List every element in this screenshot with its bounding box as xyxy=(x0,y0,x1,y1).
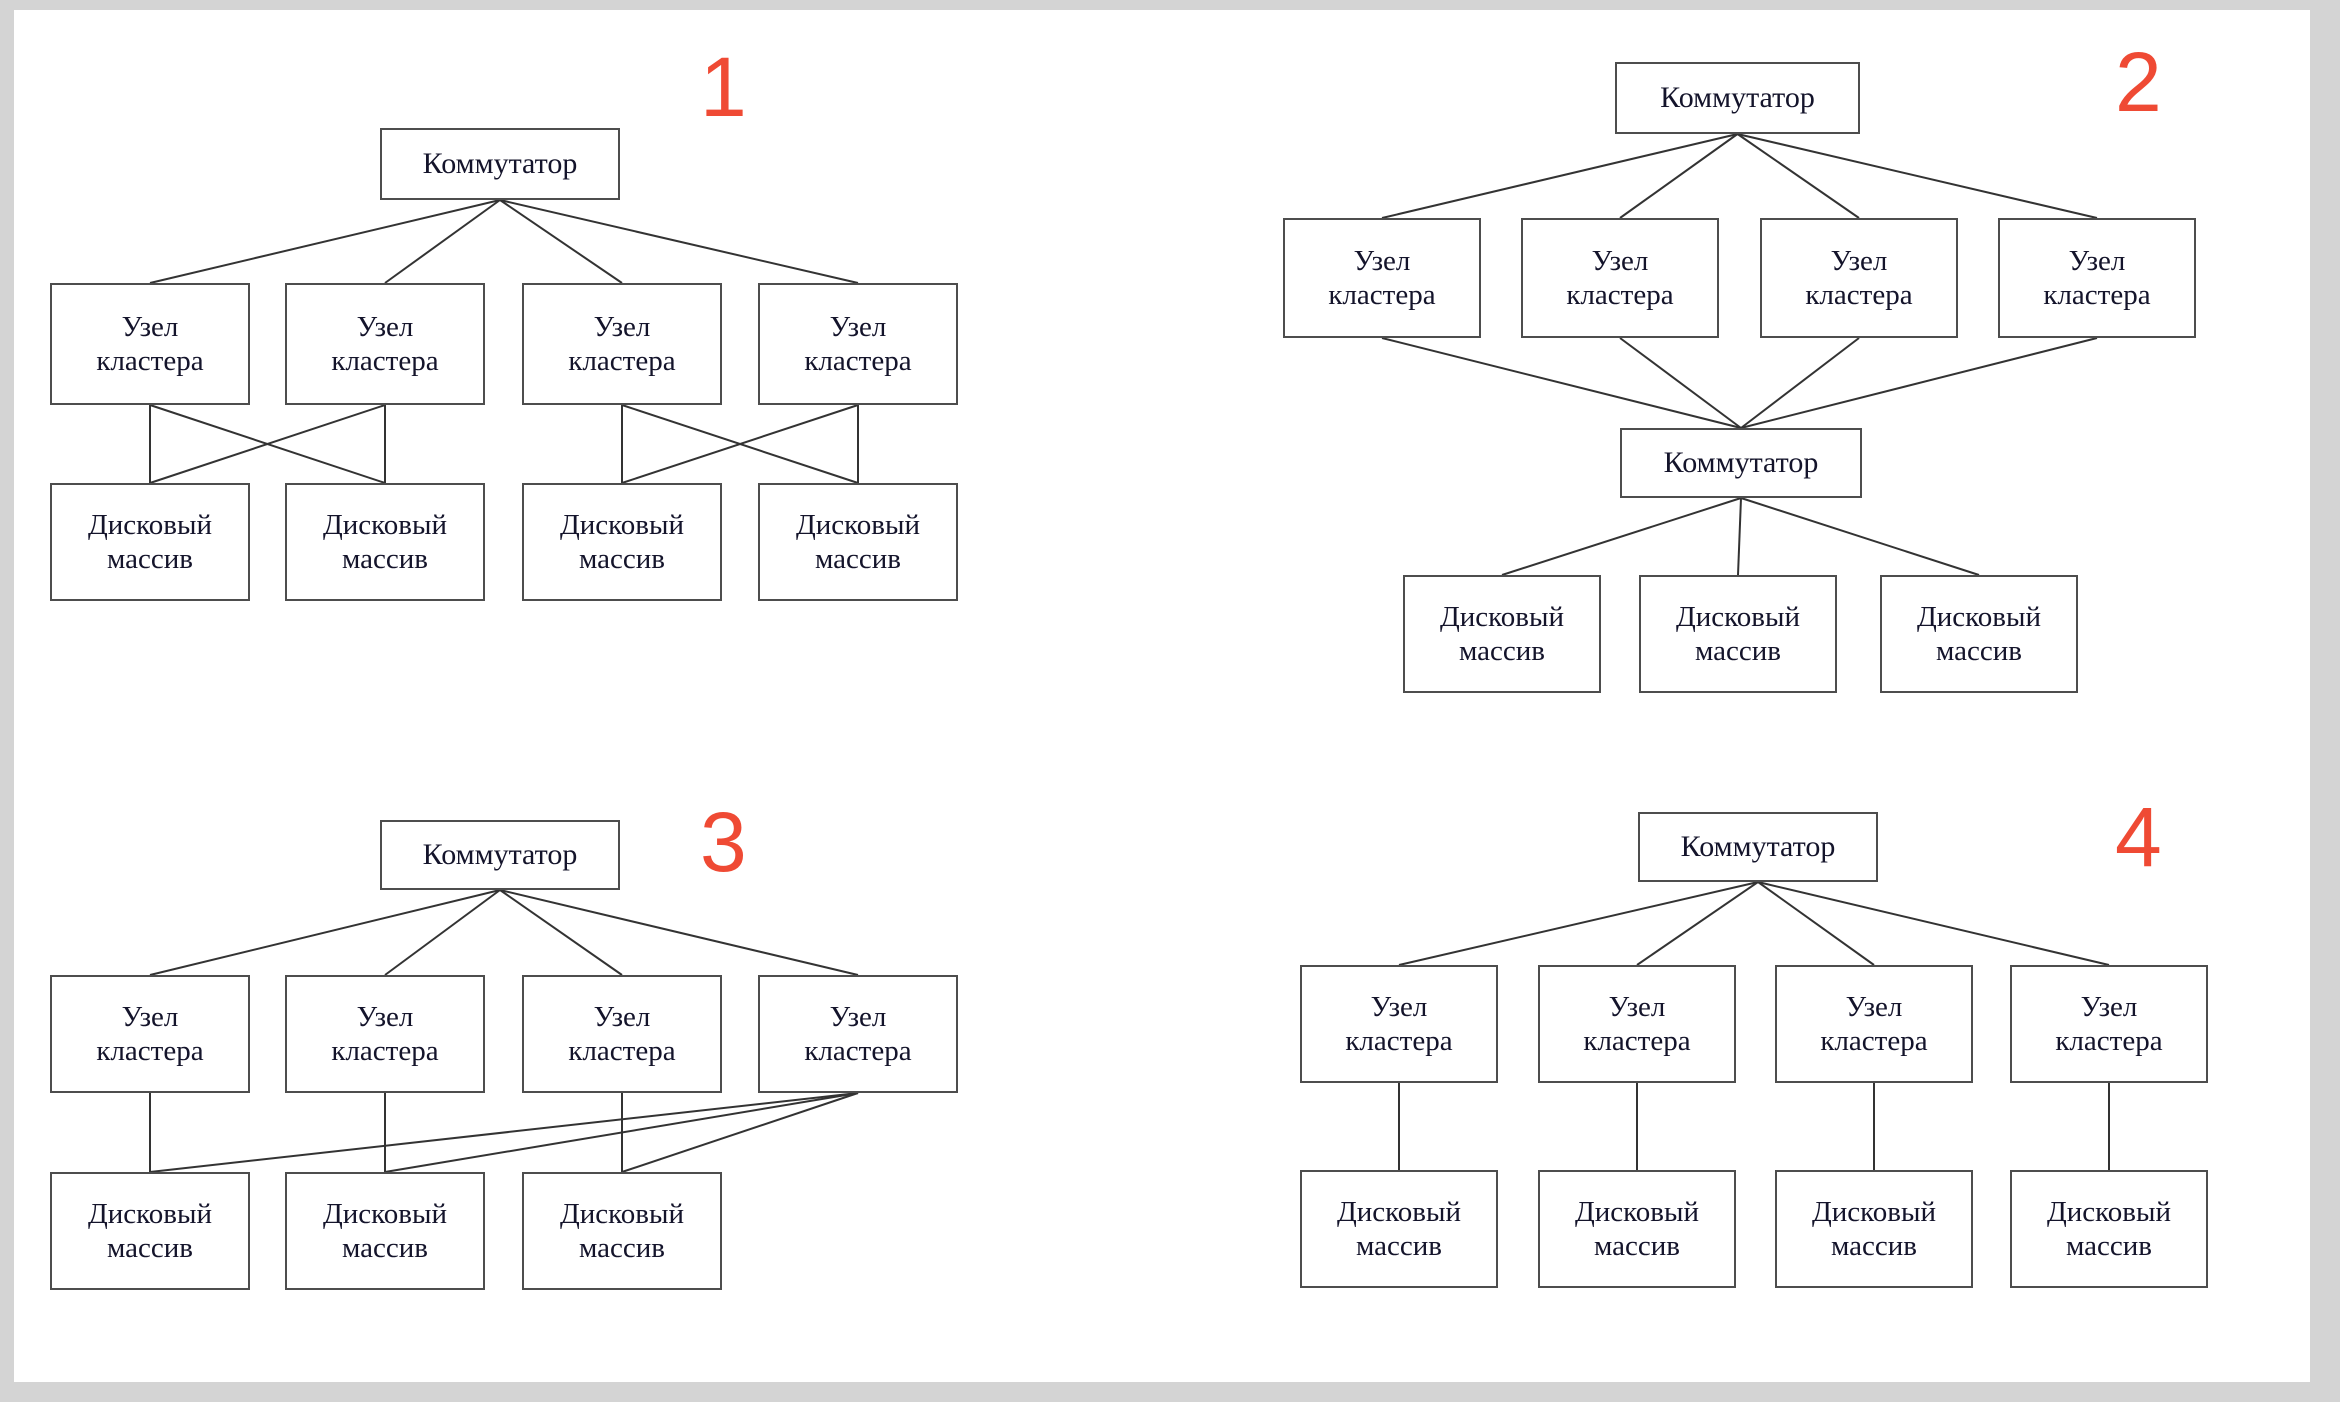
disk-array-box-p1-4: Дисковый массив xyxy=(758,483,958,601)
link-p1-n3-d4 xyxy=(621,404,859,484)
cluster-node-box-p4-4: Узел кластера xyxy=(2010,965,2208,1083)
panel-number-2: 2 xyxy=(2115,35,2162,129)
disk-array-box-p2-1: Дисковый массив xyxy=(1403,575,1601,693)
link-p1-n2-d1 xyxy=(149,404,386,484)
disk-array-box-p2-2: Дисковый массив xyxy=(1639,575,1837,693)
link-p2-n3-sw2 xyxy=(1740,337,1860,429)
panel-number-1: 1 xyxy=(700,40,747,134)
cluster-node-box-p3-2: Узел кластера xyxy=(285,975,485,1093)
cluster-node-box-p4-3: Узел кластера xyxy=(1775,965,1973,1083)
cluster-node-box-p4-2: Узел кластера xyxy=(1538,965,1736,1083)
cluster-node-box-p1-1: Узел кластера xyxy=(50,283,250,405)
link-p2-sw1-n4 xyxy=(1737,133,2098,219)
link-p2-n4-sw2 xyxy=(1740,337,2098,429)
cluster-node-box-p1-4: Узел кластера xyxy=(758,283,958,405)
cluster-node-box-p3-1: Узел кластера xyxy=(50,975,250,1093)
link-p4-sw1-n3 xyxy=(1757,881,1875,966)
cluster-node-box-p3-4: Узел кластера xyxy=(758,975,958,1093)
panel-number-3: 3 xyxy=(700,795,747,889)
link-p2-sw2-d3 xyxy=(1740,497,1980,576)
link-p1-n4-d3 xyxy=(621,404,859,484)
link-p3-n4-d3 xyxy=(621,1092,859,1173)
link-p1-sw1-n2 xyxy=(384,199,501,284)
link-p3-sw1-n3 xyxy=(499,889,623,976)
disk-array-box-p1-3: Дисковый массив xyxy=(522,483,722,601)
disk-array-box-p4-3: Дисковый массив xyxy=(1775,1170,1973,1288)
link-p2-sw2-d2 xyxy=(1737,497,1742,576)
switch-box-p1-1: Коммутатор xyxy=(380,128,620,200)
switch-box-p4-1: Коммутатор xyxy=(1638,812,1878,882)
disk-array-box-p1-2: Дисковый массив xyxy=(285,483,485,601)
link-p3-sw1-n4 xyxy=(499,889,859,976)
cluster-node-box-p1-3: Узел кластера xyxy=(522,283,722,405)
link-p2-sw1-n3 xyxy=(1736,133,1860,219)
switch-box-p2-2: Коммутатор xyxy=(1620,428,1862,498)
cluster-node-box-p4-1: Узел кластера xyxy=(1300,965,1498,1083)
link-p1-n1-d2 xyxy=(149,404,386,484)
disk-array-box-p4-1: Дисковый массив xyxy=(1300,1170,1498,1288)
cluster-node-box-p2-4: Узел кластера xyxy=(1998,218,2196,338)
disk-array-box-p4-4: Дисковый массив xyxy=(2010,1170,2208,1288)
panel-number-4: 4 xyxy=(2115,790,2162,884)
link-p3-n4-d2 xyxy=(384,1092,859,1173)
link-p4-sw1-n2 xyxy=(1636,881,1759,966)
cluster-node-box-p2-1: Узел кластера xyxy=(1283,218,1481,338)
link-p4-sw1-n1 xyxy=(1398,881,1759,966)
link-p4-sw1-n4 xyxy=(1757,881,2110,966)
cluster-node-box-p3-3: Узел кластера xyxy=(522,975,722,1093)
disk-array-box-p2-3: Дисковый массив xyxy=(1880,575,2078,693)
switch-box-p2-1: Коммутатор xyxy=(1615,62,1860,134)
link-p1-sw1-n3 xyxy=(499,199,623,284)
disk-array-box-p3-1: Дисковый массив xyxy=(50,1172,250,1290)
cluster-node-box-p1-2: Узел кластера xyxy=(285,283,485,405)
link-p2-n1-sw2 xyxy=(1381,337,1742,429)
disk-array-box-p1-1: Дисковый массив xyxy=(50,483,250,601)
link-p2-sw2-d1 xyxy=(1501,497,1742,576)
disk-array-box-p4-2: Дисковый массив xyxy=(1538,1170,1736,1288)
link-p1-sw1-n1 xyxy=(149,199,501,284)
link-p1-sw1-n4 xyxy=(499,199,859,284)
link-p2-sw1-n1 xyxy=(1381,133,1738,219)
link-p2-n2-sw2 xyxy=(1619,337,1742,429)
cluster-node-box-p2-3: Узел кластера xyxy=(1760,218,1958,338)
link-p3-sw1-n2 xyxy=(384,889,501,976)
cluster-node-box-p2-2: Узел кластера xyxy=(1521,218,1719,338)
link-p3-n4-d1 xyxy=(149,1092,859,1173)
link-p3-sw1-n1 xyxy=(149,889,501,976)
disk-array-box-p3-3: Дисковый массив xyxy=(522,1172,722,1290)
disk-array-box-p3-2: Дисковый массив xyxy=(285,1172,485,1290)
link-p2-sw1-n2 xyxy=(1619,133,1739,219)
switch-box-p3-1: Коммутатор xyxy=(380,820,620,890)
